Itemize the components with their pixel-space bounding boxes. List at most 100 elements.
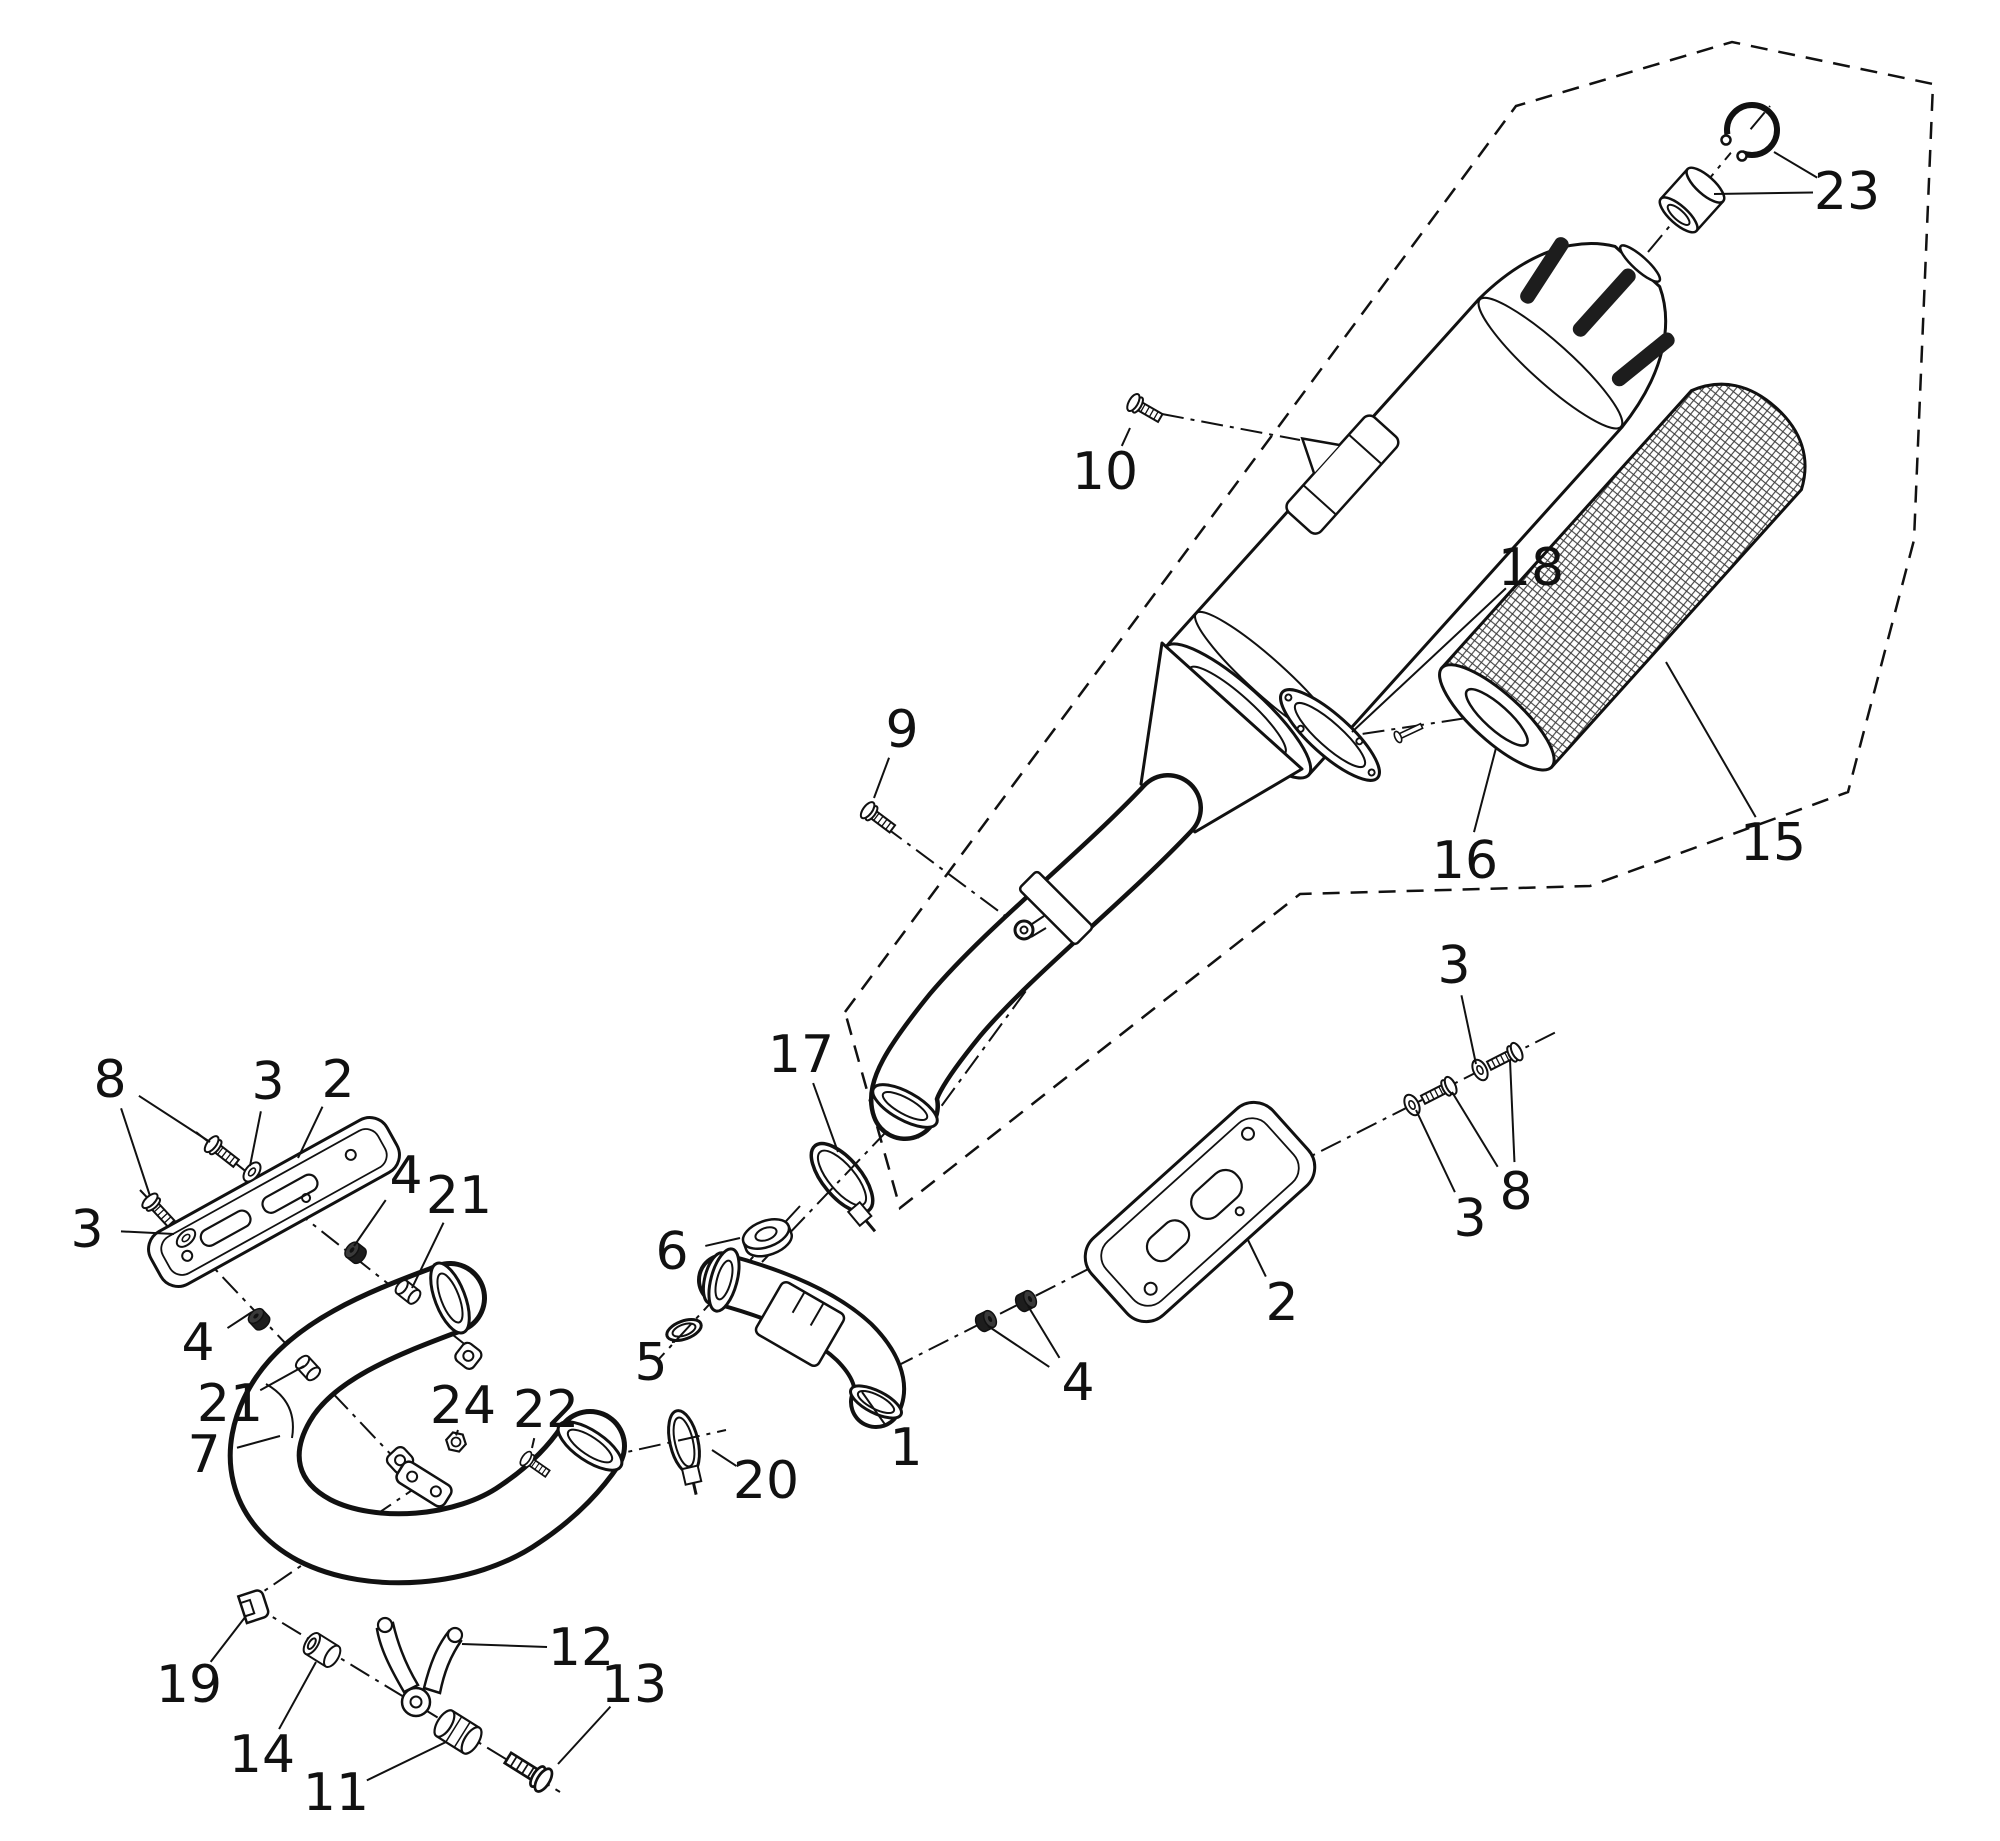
leader-line-9 [873, 757, 890, 799]
callout-layer: 1223333444567889101112131415161718192021… [70, 151, 1880, 1823]
mesh-sleeve [1438, 382, 1807, 772]
outlet-bush [1658, 166, 1726, 234]
callout-3: 3 [70, 1200, 103, 1260]
leader-line-23 [1713, 191, 1814, 195]
leader-line-8 [1451, 1091, 1499, 1168]
leader-line-2 [1247, 1239, 1267, 1278]
shield-slot [1145, 1219, 1191, 1263]
exploded-boundary [843, 40, 1935, 1211]
leader-line-16 [1473, 747, 1497, 833]
callout-4: 4 [181, 1313, 214, 1373]
callout-21: 21 [426, 1166, 492, 1226]
gasket-inner [1293, 701, 1367, 769]
link-pipe [697, 1247, 906, 1429]
gasket-pin [1393, 722, 1424, 744]
leader-line-19 [209, 1615, 247, 1663]
shield-slot [199, 1209, 252, 1247]
leader-line-11 [366, 1741, 447, 1782]
header-outlet-opening [556, 1420, 624, 1472]
centerline-bolt9 [883, 825, 1025, 931]
callout-2: 2 [1265, 1273, 1298, 1333]
sealing-ring [665, 1318, 703, 1342]
callout-14: 14 [229, 1725, 295, 1785]
leader-line-21 [259, 1365, 305, 1392]
leader-line-8 [138, 1094, 211, 1143]
leader-line-3 [120, 1230, 175, 1235]
callout-7: 7 [187, 1425, 220, 1485]
leader-line-6 [705, 1237, 741, 1247]
callout-6: 6 [655, 1222, 688, 1282]
heat-shield-right [1083, 1100, 1317, 1324]
heat-shield-left [147, 1116, 401, 1288]
leader-line-4 [226, 1311, 253, 1329]
callout-11: 11 [303, 1763, 369, 1823]
callout-4: 4 [1061, 1353, 1094, 1413]
callout-15: 15 [1740, 813, 1806, 873]
band-clamp-17 [809, 1141, 877, 1233]
circlip [1718, 102, 1780, 162]
leader-line-8 [1509, 1059, 1516, 1163]
callout-21: 21 [197, 1374, 263, 1434]
header-pipe-seam [265, 1383, 294, 1439]
callout-8: 8 [93, 1050, 126, 1110]
header-tab-upper [454, 1341, 483, 1370]
leader-line-17 [812, 1082, 839, 1153]
callout-3: 3 [1437, 936, 1470, 996]
silencer-cap-seam [1477, 296, 1624, 430]
leader-line-1 [861, 1391, 886, 1425]
leader-line-4 [1027, 1305, 1061, 1359]
centerline-shield-left-b [139, 1189, 399, 1463]
pipe-mount-clamp [1018, 870, 1094, 946]
dome-nut-24 [444, 1431, 468, 1453]
inner-tube-end [1464, 687, 1529, 747]
leader-line-21 [411, 1222, 445, 1289]
down-pipe-opening [871, 1083, 939, 1129]
centerline-hanger-upper [247, 1481, 425, 1603]
shield-slot [1190, 1168, 1243, 1220]
leader-line-24 [455, 1429, 459, 1436]
gasket [1279, 688, 1424, 782]
centerline-port [657, 1205, 801, 1361]
callout-13: 13 [601, 1655, 667, 1715]
silencer-outlet-tip [1618, 244, 1662, 283]
clamp-ear [1013, 919, 1035, 941]
header-hanger-bracket [395, 1460, 453, 1508]
silencer-down-pipe [869, 641, 1304, 1141]
callout-16: 16 [1432, 831, 1498, 891]
centerline-bolt10 [1161, 413, 1301, 441]
leader-line-3 [1415, 1109, 1456, 1193]
silencer-canister [1164, 242, 1668, 777]
callout-17: 17 [768, 1025, 834, 1085]
callout-10: 10 [1072, 442, 1138, 502]
leader-line-14 [278, 1661, 317, 1730]
leader-line-13 [557, 1705, 612, 1765]
rubber-mount-11 [433, 1709, 483, 1755]
outlet-bush-and-circlip [1658, 102, 1780, 234]
leader-line-12 [461, 1643, 548, 1648]
leader-line-20 [711, 1449, 738, 1467]
port-collar [741, 1218, 793, 1258]
callout-8: 8 [1499, 1162, 1532, 1222]
leader-line-23 [1773, 151, 1818, 179]
callout-2: 2 [321, 1050, 354, 1110]
callout-19: 19 [156, 1655, 222, 1715]
mesh-sleeve-body [1439, 382, 1807, 769]
header-pipe [227, 1261, 627, 1586]
centerline-hanger-lower [247, 1601, 561, 1793]
leader-line-22 [531, 1437, 536, 1449]
link-pipe-sleeve [754, 1280, 846, 1368]
leader-line-15 [1665, 661, 1757, 818]
leader-line-8 [120, 1108, 151, 1197]
callout-20: 20 [733, 1451, 799, 1511]
leader-line-7 [236, 1435, 281, 1449]
callout-22: 22 [513, 1380, 579, 1440]
leader-line-4 [353, 1199, 387, 1247]
joint-clamp-20 [667, 1409, 703, 1495]
gasket-outer [1279, 688, 1381, 782]
callout-1: 1 [889, 1418, 922, 1478]
leader-line-3 [1460, 995, 1477, 1065]
hanger-bracket-12 [375, 1616, 464, 1718]
bushing-14 [302, 1631, 342, 1669]
leader-line-3 [249, 1111, 262, 1167]
